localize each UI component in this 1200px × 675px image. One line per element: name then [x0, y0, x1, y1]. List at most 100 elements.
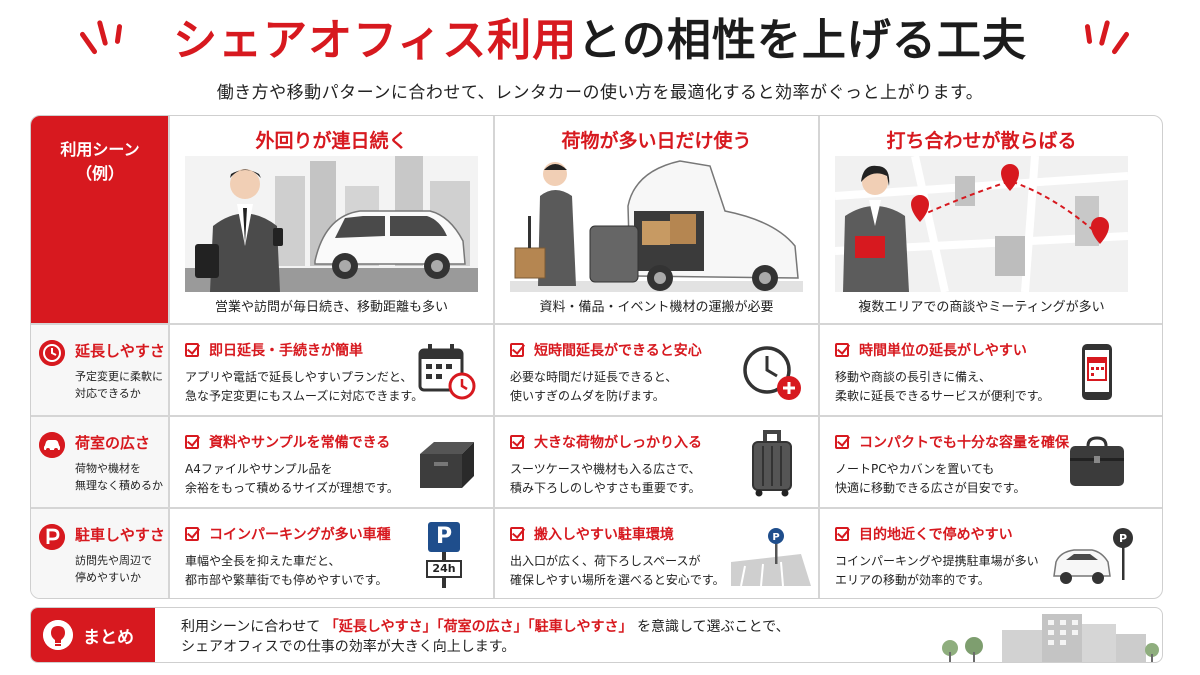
cell-r1-c3: 時間単位の延長がしやすい 移動や商談の長引きに備え、 柔軟に延長できるサービスが…: [819, 324, 1144, 416]
cell-description: 車幅や全長を抑えた車だと、 都市部や繁華街でも停めやすいです。: [185, 552, 387, 590]
cell-title: 時間単位の延長がしやすい: [835, 340, 1027, 360]
cell-r3-c1: コインパーキングが多い車種 車幅や全長を抑えた車だと、 都市部や繁華街でも停めや…: [169, 508, 494, 598]
summary-text-part: を意識して選ぶことで、: [636, 619, 790, 635]
cell-desc-line: コインパーキングや提携駐車場が多い: [835, 554, 1039, 568]
row-desc-line: 訪問先や周辺で: [75, 554, 152, 567]
cell-r3-c3: 目的地近くで停めやすい コインパーキングや提携駐車場が多い エリアの移動が効率的…: [819, 508, 1144, 598]
summary-label: まとめ: [31, 608, 155, 662]
summary-highlight: 「荷室の広さ」: [436, 619, 528, 635]
summary-text: 利用シーンに合わせて 「延長しやすさ」「荷室の広さ」「駐車しやすさ」 を意識して…: [181, 617, 790, 657]
cell-title: コンパクトでも十分な容量を確保: [835, 432, 1069, 452]
cell-r2-c3: コンパクトでも十分な容量を確保 ノートPCやカバンを置いても 快適に移動できる広…: [819, 416, 1144, 508]
row-description: 訪問先や周辺で 停めやすいか: [75, 552, 167, 586]
checkbox-icon: [185, 527, 199, 541]
cell-desc-line: 余裕をもって積めるサイズが理想です。: [185, 481, 399, 495]
checkbox-icon: [185, 435, 199, 449]
sign-pole: [442, 578, 446, 588]
checkbox-icon: [510, 435, 524, 449]
scene-3: 打ち合わせが散らばる 複数エリアでの商談やミーティングが多い: [819, 116, 1144, 323]
cell-r1-c1: 即日延長・手続きが簡単 アプリや電話で延長しやすいプランだと、 急な予定変更にも…: [169, 324, 494, 416]
cell-title-text: 時間単位の延長がしやすい: [859, 343, 1027, 359]
row-desc-line: 荷物や機材を: [75, 462, 141, 475]
divider: [818, 116, 820, 598]
cell-desc-line: 使いすぎのムダを防げます。: [510, 389, 665, 403]
cell-description: 移動や商談の長引きに備え、 柔軟に延長できるサービスが便利です。: [835, 368, 1050, 406]
parking-24h-sign-icon: P 24h: [424, 522, 464, 588]
scene-label-line2: （例）: [75, 164, 124, 183]
cell-title-text: 大きな荷物がしっかり入る: [534, 435, 702, 451]
header: シェアオフィス利用との相性を上げる工夫: [0, 8, 1200, 74]
scene-2: 荷物が多い日だけ使う 資料・備品・イベント機材の運搬が必要: [494, 116, 819, 323]
title-black-part: との相性を上げる工夫: [577, 15, 1027, 66]
page-subtitle: 働き方や移動パターンに合わせて、レンタカーの使い方を最適化すると効率がぐっと上が…: [216, 83, 984, 103]
scene-title: 打ち合わせが散らばる: [886, 130, 1077, 152]
checkbox-icon: [835, 435, 849, 449]
cell-r2-c2: 大きな荷物がしっかり入る スーツケースや機材も入る広さで、 積み下ろしのしやすさ…: [494, 416, 819, 508]
divider: [493, 116, 495, 598]
cell-title-text: コンパクトでも十分な容量を確保: [859, 435, 1069, 451]
summary-text-part: 利用シーンに合わせて: [181, 619, 321, 635]
row-title: 駐車しやすさ: [75, 526, 165, 544]
divider: [168, 116, 170, 598]
car-parking-sign-icon: P: [1053, 528, 1133, 584]
summary-highlight: 「延長しやすさ」: [324, 619, 437, 635]
checkbox-icon: [510, 527, 524, 541]
divider: [31, 507, 1162, 509]
cell-title-text: 即日延長・手続きが簡単: [209, 343, 363, 359]
checkbox-icon: [185, 343, 199, 357]
cell-desc-line: 都市部や繁華街でも停めやすいです。: [185, 573, 388, 587]
cell-title: 目的地近くで停めやすい: [835, 524, 1013, 544]
summary-box: まとめ 利用シーンに合わせて 「延長しやすさ」「荷室の広さ」「駐車しやすさ」 を…: [30, 607, 1163, 663]
sign-24h-label: 24h: [426, 560, 462, 578]
cell-r3-c2: 搬入しやすい駐車環境 出入口が広く、荷下ろしスペースが 確保しやすい場所を選べる…: [494, 508, 819, 598]
cell-description: アプリや電話で延長しやすいプランだと、 急な予定変更にもスムーズに対応できます。: [185, 368, 423, 406]
cell-desc-line: エリアの移動が効率的です。: [835, 573, 990, 587]
cell-desc-line: 積み下ろしのしやすさも重要です。: [510, 481, 701, 495]
row-desc-line: 停めやすいか: [75, 571, 141, 584]
clock-plus-icon: [743, 346, 801, 400]
parking-icon: [39, 524, 65, 550]
cell-title-text: コインパーキングが多い車種: [209, 527, 391, 543]
parking-sign-p: P: [428, 522, 460, 552]
cell-desc-line: スーツケースや機材も入る広さで、: [510, 462, 701, 476]
suitcase-icon: [752, 430, 792, 497]
cell-r2-c1: 資料やサンプルを常備できる A4ファイルやサンプル品を 余裕をもって積めるサイズ…: [169, 416, 494, 508]
scene-label: 利用シーン （例）: [31, 116, 169, 323]
cell-title: 資料やサンプルを常備できる: [185, 432, 390, 452]
row-desc-line: 対応できるか: [75, 387, 141, 400]
cell-description: A4ファイルやサンプル品を 余裕をもって積めるサイズが理想です。: [185, 460, 399, 498]
cell-desc-line: 出入口が広く、荷下ろしスペースが: [510, 554, 701, 568]
row-description: 予定変更に柔軟に 対応できるか: [75, 368, 167, 402]
cell-title: 大きな荷物がしっかり入る: [510, 432, 702, 452]
cell-title-text: 資料やサンプルを常備できる: [209, 435, 391, 451]
svg-text:P: P: [772, 532, 779, 543]
businessman-with-hatchback-image: [185, 156, 478, 292]
svg-text:P: P: [1119, 532, 1127, 545]
briefcase-icon: [1070, 436, 1124, 486]
cell-title-text: 短時間延長ができると安心: [534, 343, 702, 359]
cell-desc-line: アプリや電話で延長しやすいプランだと、: [185, 370, 413, 384]
calendar-clock-icon: [418, 344, 476, 400]
cell-title: 搬入しやすい駐車環境: [510, 524, 674, 544]
cell-r1-c2: 短時間延長ができると安心 必要な時間だけ延長できると、 使いすぎのムダを防げます…: [494, 324, 819, 416]
cell-description: ノートPCやカバンを置いても 快適に移動できる広さが目安です。: [835, 460, 1026, 498]
row-desc-line: 予定変更に柔軟に: [75, 370, 163, 383]
summary-line2: シェアオフィスでの仕事の効率が大きく向上します。: [181, 639, 516, 655]
divider: [31, 415, 1162, 417]
cell-desc-line: 急な予定変更にもスムーズに対応できます。: [185, 389, 424, 403]
scene-1: 外回りが連日続く 営業や訪問が毎日続き、移動距離も多い: [169, 116, 494, 323]
cell-title-text: 目的地近くで停めやすい: [859, 527, 1013, 543]
summary-line1: 利用シーンに合わせて 「延長しやすさ」「荷室の広さ」「駐車しやすさ」 を意識して…: [181, 617, 790, 637]
cell-desc-line: A4ファイルやサンプル品を: [185, 462, 333, 476]
storage-box-icon: [420, 442, 474, 488]
row-title: 荷室の広さ: [75, 434, 151, 452]
cell-description: 出入口が広く、荷下ろしスペースが 確保しやすい場所を選べると安心です。: [510, 552, 725, 590]
sign-pole: [442, 552, 446, 562]
cell-title: 即日延長・手続きが簡単: [185, 340, 363, 360]
cell-title: コインパーキングが多い車種: [185, 524, 391, 544]
row-description: 荷物や機材を 無理なく積めるか: [75, 460, 167, 494]
car-icon: [39, 432, 65, 458]
summary-label-text: まとめ: [83, 628, 134, 648]
woman-with-map-pins-image: [835, 156, 1128, 292]
checkbox-icon: [510, 343, 524, 357]
